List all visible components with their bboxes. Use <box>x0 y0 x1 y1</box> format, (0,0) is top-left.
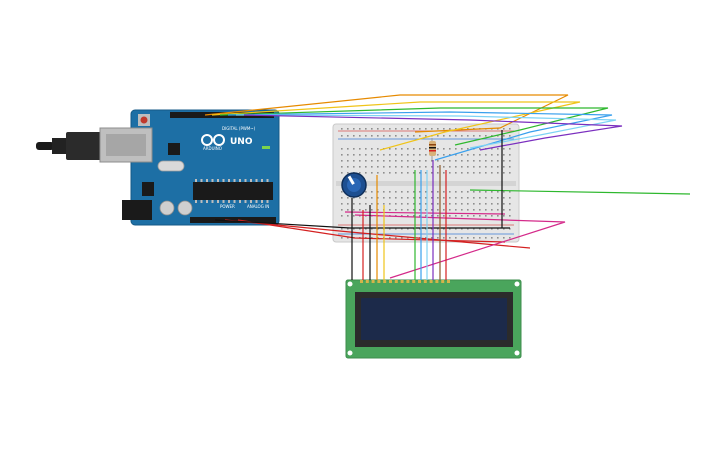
wire-red-2 <box>237 219 506 243</box>
arduino-logo-icon <box>201 134 225 146</box>
wire-green-side <box>469 189 691 195</box>
wire-lightblue <box>235 114 617 149</box>
wire-yellow <box>211 101 581 151</box>
wire-magenta <box>354 214 566 279</box>
arduino-uno[interactable]: UNO ARDUINO DIGITAL (PWM~) POWER ANALOG … <box>36 109 280 226</box>
potentiometer[interactable] <box>341 172 367 198</box>
wires <box>204 94 691 280</box>
power-label: POWER <box>220 204 235 209</box>
wire-purple <box>243 114 623 151</box>
usb-cable <box>36 132 102 160</box>
resistor <box>429 138 436 160</box>
wire-magenta-2 <box>344 211 506 215</box>
lcd-display[interactable] <box>345 279 522 359</box>
wire-blue <box>227 111 613 161</box>
wire-green <box>219 107 609 146</box>
brand-label: ARDUINO <box>203 146 222 151</box>
digital-label: DIGITAL (PWM~) <box>222 126 256 131</box>
wire-orange <box>204 94 569 133</box>
analog-label: ANALOG IN <box>247 204 269 209</box>
wire-black-gnd <box>214 219 510 229</box>
board-model-label: UNO <box>230 137 253 147</box>
